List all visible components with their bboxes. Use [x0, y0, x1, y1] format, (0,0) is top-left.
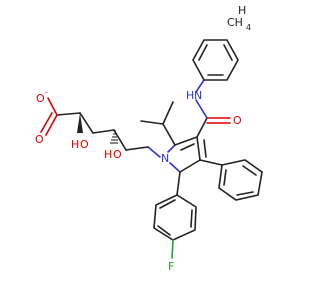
bond: [147, 146, 161, 158]
bond: [56, 112, 81, 116]
bond: [195, 99, 208, 119]
stereo-wedge-bond: [77, 113, 83, 133]
methane-label: H CH 4: [227, 4, 251, 32]
bond-double: [223, 44, 233, 61]
fluorine-atom: F: [168, 260, 174, 273]
ring: [192, 39, 239, 81]
charge-minus: -: [45, 88, 48, 97]
bond: [45, 114, 58, 136]
bond: [169, 162, 181, 173]
n-phenyl-ring: [192, 39, 239, 81]
bond: [196, 117, 208, 138]
heptanoate-chain: [40, 97, 161, 158]
bond: [195, 79, 205, 93]
bond-double: [198, 44, 208, 61]
hydroxyl-1-o: O: [80, 138, 89, 151]
methane-h-top: H: [238, 4, 246, 17]
hydroxyl-2-h: H: [104, 148, 112, 161]
bond-double: [223, 169, 227, 186]
bond: [113, 129, 127, 151]
amide-h: H: [186, 89, 194, 102]
fluorophenyl-ring: [153, 171, 197, 259]
isopropyl-group: [140, 101, 176, 146]
hydroxyl-1-h: H: [71, 138, 79, 151]
ring: [153, 194, 197, 241]
bond-double: [203, 139, 207, 158]
bond: [196, 136, 201, 161]
carboxylate-oxygen: O: [36, 92, 45, 105]
hydroxyl-2-o: O: [113, 148, 122, 161]
stereo-hash-bond: [110, 130, 118, 144]
bond: [162, 123, 176, 146]
bond: [47, 97, 58, 116]
carbonyl-oxygen: O: [35, 133, 44, 146]
bond: [167, 144, 176, 153]
bond-double: [159, 199, 176, 209]
bond: [162, 101, 174, 125]
bond: [174, 136, 198, 146]
methane-ch: CH: [227, 16, 243, 29]
structure-svg: H CH 4 N O H N: [35, 4, 263, 273]
bond-double: [40, 112, 53, 133]
pyrrole-ring: [167, 136, 207, 173]
bond: [92, 129, 115, 134]
bond: [140, 120, 164, 125]
molecule-diagram: H CH 4 N O H N: [35, 4, 263, 273]
bond-double: [180, 143, 195, 151]
ring: [218, 159, 263, 201]
bond-double: [236, 191, 254, 196]
bond-double: [157, 225, 171, 236]
amide-nitrogen: N: [194, 89, 202, 102]
bond: [79, 112, 94, 134]
bond: [176, 171, 181, 196]
methane-subscript: 4: [246, 23, 251, 32]
amide-group: [195, 79, 231, 138]
amide-oxygen: O: [233, 114, 242, 127]
bond: [125, 146, 149, 151]
bond: [171, 239, 174, 259]
bond: [179, 159, 201, 173]
bond-double: [190, 209, 193, 228]
bond-double: [242, 165, 257, 176]
c-phenyl-ring: [199, 159, 263, 201]
bond: [199, 159, 223, 166]
pyrrole-nitrogen: N: [161, 152, 169, 165]
